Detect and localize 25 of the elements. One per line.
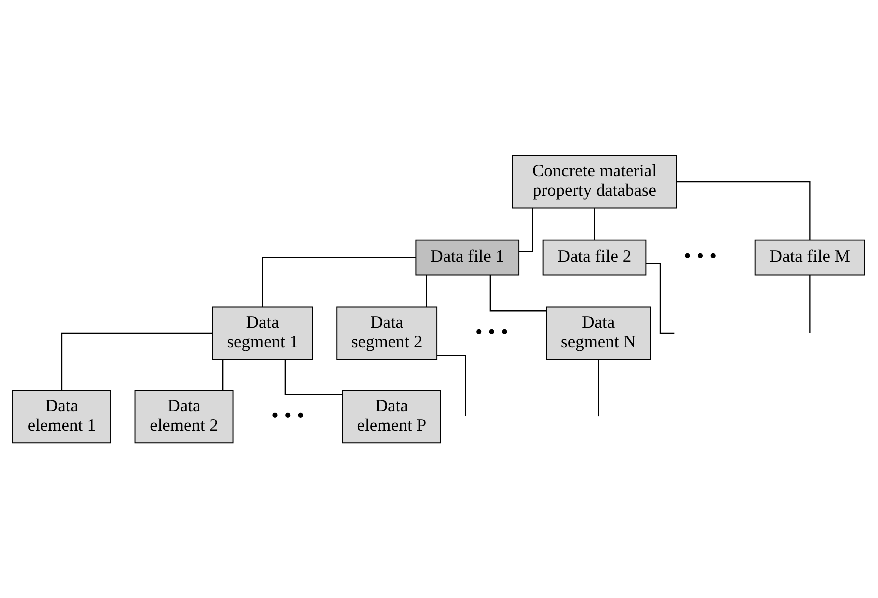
node-box: Data file M [754,239,866,276]
node-box: Data segment 1 [212,306,314,360]
connector [61,332,213,390]
node-box: Data element 2 [134,390,234,444]
connector [598,359,600,416]
node-box: Data element 1 [12,390,112,444]
connector [594,208,596,240]
connector [676,181,811,240]
label: • • • [684,244,718,268]
connector [646,262,675,334]
connector [222,359,224,390]
connector [437,354,466,416]
connector [490,274,546,312]
connector [810,274,811,333]
connector [284,359,343,395]
node-box: Data element P [342,390,442,444]
node-box: Data segment N [546,306,652,360]
node-box: Data file 1 [416,239,520,276]
node-box: Concrete material property database [512,154,678,208]
label: • • • [272,402,305,427]
connector [426,274,428,307]
connector [262,256,416,306]
node-box: Data segment 2 [336,306,438,360]
node-box: Data file 2 [542,239,647,276]
label: • • • [475,319,508,344]
